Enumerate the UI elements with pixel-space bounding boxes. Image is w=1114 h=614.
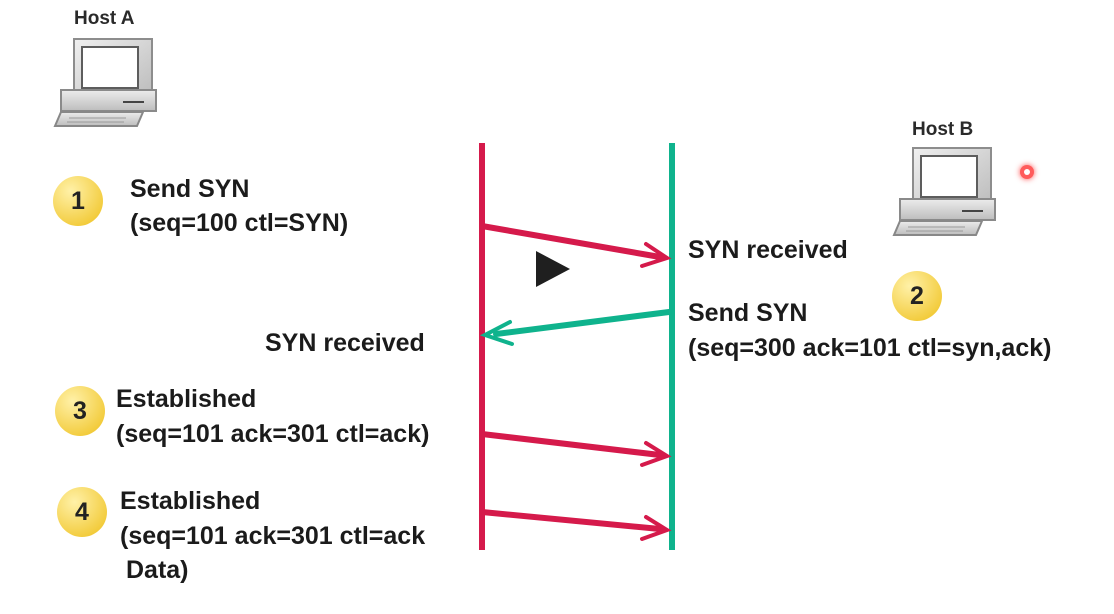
step-4-badge: 4 [75,497,89,526]
arrow-step-1 [479,223,672,268]
step-4-extra-detail: Data) [126,556,189,584]
step-2-detail: (seq=300 ack=101 ctl=syn,ack) [688,334,1052,362]
host-a-label: Host A [74,8,135,29]
host-b-label: Host B [912,119,974,140]
step-4-detail: (seq=101 ack=301 ctl=ack [120,522,426,550]
step-1-badge-shape [53,176,103,226]
host-b-computer-icon [892,147,996,236]
step-2-badge: 2 [910,281,924,310]
step-1-detail: (seq=100 ctl=SYN) [130,209,349,237]
step-3-title: Established [116,385,257,413]
step-3-detail: (seq=101 ack=301 ctl=ack) [116,420,430,448]
arrow-step-4 [479,509,672,541]
arrow-step-2 [479,309,672,346]
step-2-title: Send SYN [688,299,808,327]
step-1-badge: 1 [71,186,85,215]
step-4-badge-shape [57,487,107,537]
host-b-received-text: SYN received [688,236,848,264]
step-3-badge: 3 [73,396,87,425]
arrow-step-3 [479,431,672,467]
step-2-badge-shape [892,271,942,321]
step-1-title: Send SYN [130,175,250,203]
step-4-title: Established [120,487,261,515]
host-a-computer-icon [53,38,157,127]
host-a-received-text: SYN received [265,329,425,357]
step-3-badge-shape [55,386,105,436]
